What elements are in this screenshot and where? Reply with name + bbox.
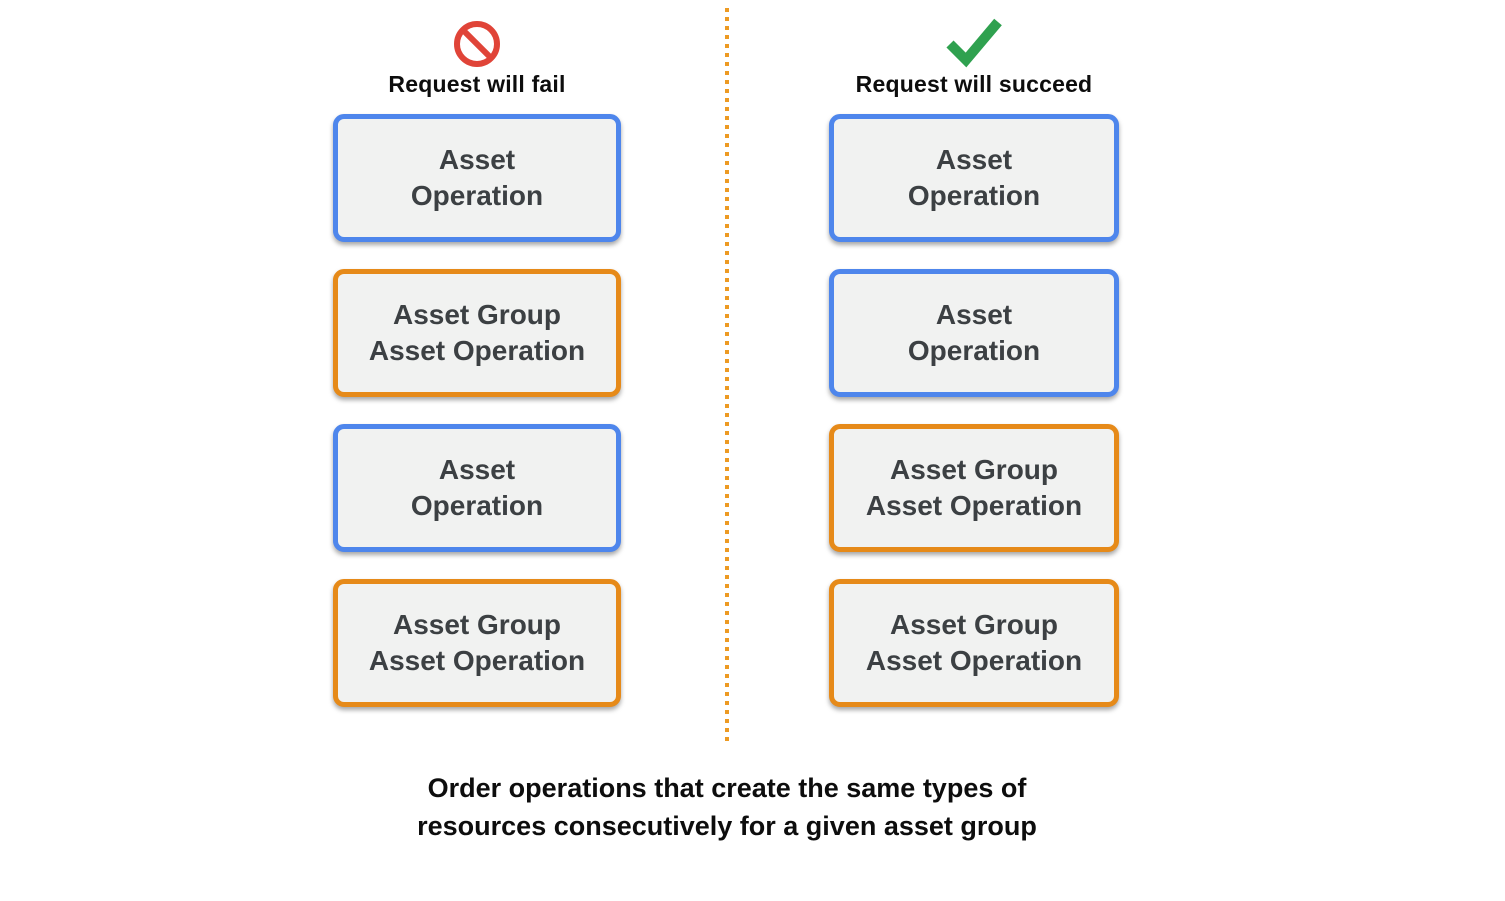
asset-group-asset-operation-box: Asset Group Asset Operation bbox=[333, 269, 621, 397]
asset-group-asset-operation-box: Asset Group Asset Operation bbox=[829, 579, 1119, 707]
box-label-line: Asset Group bbox=[889, 454, 1059, 485]
box-label-line: Asset Operation bbox=[368, 645, 586, 676]
box-label-line: Asset Operation bbox=[865, 645, 1083, 676]
box-label-line: Asset bbox=[935, 299, 1013, 330]
asset-operation-box: Asset Operation bbox=[333, 424, 621, 552]
box-label-line: Asset bbox=[935, 144, 1013, 175]
asset-operation-box: Asset Operation bbox=[829, 114, 1119, 242]
caption-line: Order operations that create the same ty… bbox=[427, 773, 1027, 803]
asset-group-asset-operation-box: Asset Group Asset Operation bbox=[333, 579, 621, 707]
box-label-line: Asset Operation bbox=[865, 490, 1083, 521]
fail-header-label: Request will fail bbox=[388, 71, 566, 97]
succeed-header-label: Request will succeed bbox=[855, 71, 1093, 97]
box-label-line: Operation bbox=[410, 490, 544, 521]
box-label-line: Asset Group bbox=[889, 609, 1059, 640]
caption: Order operations that create the same ty… bbox=[0, 769, 1454, 845]
succeed-header: Request will succeed bbox=[829, 16, 1119, 98]
prohibited-icon bbox=[333, 16, 621, 68]
checkmark-icon bbox=[829, 16, 1119, 68]
box-label-line: Asset Operation bbox=[368, 335, 586, 366]
asset-group-asset-operation-box: Asset Group Asset Operation bbox=[829, 424, 1119, 552]
asset-operation-box: Asset Operation bbox=[333, 114, 621, 242]
dotted-divider bbox=[725, 8, 729, 744]
fail-header: Request will fail bbox=[333, 16, 621, 98]
box-label-line: Asset bbox=[438, 144, 516, 175]
box-label-line: Asset Group bbox=[392, 299, 562, 330]
asset-operation-box: Asset Operation bbox=[829, 269, 1119, 397]
box-label-line: Asset bbox=[438, 454, 516, 485]
box-label-line: Operation bbox=[410, 180, 544, 211]
box-label-line: Operation bbox=[907, 180, 1041, 211]
box-label-line: Operation bbox=[907, 335, 1041, 366]
caption-line: resources consecutively for a given asse… bbox=[417, 811, 1037, 841]
box-label-line: Asset Group bbox=[392, 609, 562, 640]
